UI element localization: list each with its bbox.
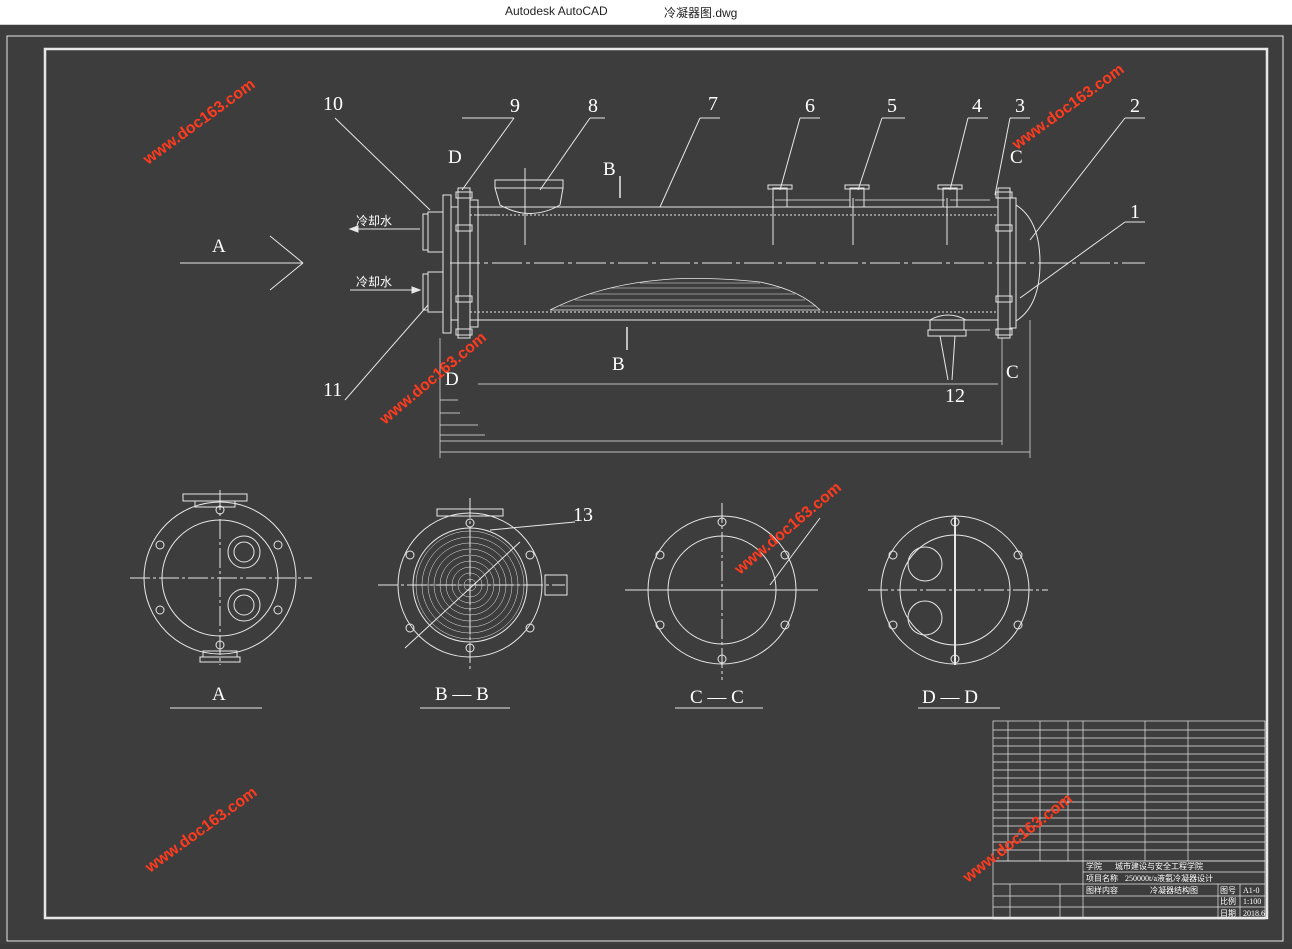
water-out-label: 冷却水: [356, 214, 392, 228]
section-letters: A B B D D C C: [212, 147, 1023, 390]
part-label-9: 9: [510, 95, 520, 117]
cut-d-bottom: D: [445, 369, 459, 390]
watermark-6: www.doc163.com: [959, 790, 1076, 886]
cut-c-bottom: C: [1006, 362, 1019, 383]
sheet-size: A1-0: [1243, 886, 1259, 895]
part-label-13: 13: [573, 504, 593, 526]
watermark-3: www.doc163.com: [376, 329, 490, 429]
window-titlebar: Autodesk AutoCAD 冷凝器图.dwg: [0, 0, 1292, 25]
part-label-12: 12: [945, 385, 965, 407]
watermarks: www.doc163.com www.doc163.com www.doc163…: [140, 61, 1128, 887]
title-block: [992, 860, 1266, 920]
date-label: 日期: [1220, 909, 1236, 918]
inner-frame: [43, 47, 1269, 920]
cad-drawing: 1 2 3 4 5 6 7 8 9 10 11 12 13 A B B D D …: [6, 35, 1284, 942]
sheet-label: 图号: [1220, 886, 1236, 895]
watermark-5: www.doc163.com: [142, 784, 261, 877]
part-label-3: 3: [1015, 95, 1025, 117]
part-label-11: 11: [323, 379, 342, 401]
part-label-10: 10: [323, 93, 343, 115]
date-value: 2018.6: [1243, 909, 1265, 918]
parts-list: [992, 720, 1266, 862]
school-name: 城市建设与安全工程学院: [1115, 861, 1203, 871]
school-prefix: 学院: [1086, 861, 1102, 871]
watermark-2: www.doc163.com: [1009, 61, 1128, 154]
section-captions: A B — B C — C D — D: [212, 684, 978, 708]
view-arrow-letter: A: [212, 236, 226, 257]
scale-value: 1:100: [1243, 897, 1261, 906]
title-block-text: 学院 城市建设与安全工程学院 项目名称 250000t/a液氨冷凝器设计 图样内…: [1086, 861, 1265, 918]
cut-d-top: D: [448, 147, 462, 168]
section-view-cc: [625, 503, 821, 709]
outer-frame: [6, 35, 1284, 942]
part-label-6: 6: [805, 95, 815, 117]
section-view-a: [130, 490, 312, 709]
caption-bb: B — B: [435, 684, 489, 705]
scale-label: 比例: [1220, 896, 1236, 906]
drawing-canvas[interactable]: 1 2 3 4 5 6 7 8 9 10 11 12 13 A B B D D …: [0, 25, 1292, 944]
watermark-4: www.doc163.com: [731, 479, 845, 579]
part-label-4: 4: [972, 95, 982, 117]
cut-b-bottom: B: [612, 354, 625, 375]
project-prefix: 项目名称: [1086, 873, 1118, 883]
cut-b-top: B: [603, 159, 616, 180]
part-label-7: 7: [708, 93, 718, 115]
main-elevation-view: [180, 117, 1145, 458]
caption-cc: C — C: [690, 687, 744, 708]
cut-c-top: C: [1010, 147, 1023, 168]
app-name: Autodesk AutoCAD: [505, 4, 608, 18]
part-label-5: 5: [887, 95, 897, 117]
section-view-dd: [868, 515, 1048, 709]
section-view-bb: [378, 498, 576, 709]
part-label-1: 1: [1130, 201, 1140, 223]
watermark-1: www.doc163.com: [140, 76, 259, 169]
flow-labels: 冷却水 冷却水: [356, 214, 392, 289]
drawing-prefix: 图样内容: [1086, 885, 1118, 895]
drawing-name: 冷凝器结构图: [1150, 885, 1198, 895]
caption-a: A: [212, 684, 226, 705]
part-label-2: 2: [1130, 95, 1140, 117]
part-numbers: 1 2 3 4 5 6 7 8 9 10 11 12 13: [323, 93, 1140, 526]
water-in-label: 冷却水: [356, 275, 392, 289]
part-label-8: 8: [588, 95, 598, 117]
project-name: 250000t/a液氨冷凝器设计: [1125, 873, 1213, 883]
file-name: 冷凝器图.dwg: [664, 6, 738, 20]
caption-dd: D — D: [922, 687, 978, 708]
